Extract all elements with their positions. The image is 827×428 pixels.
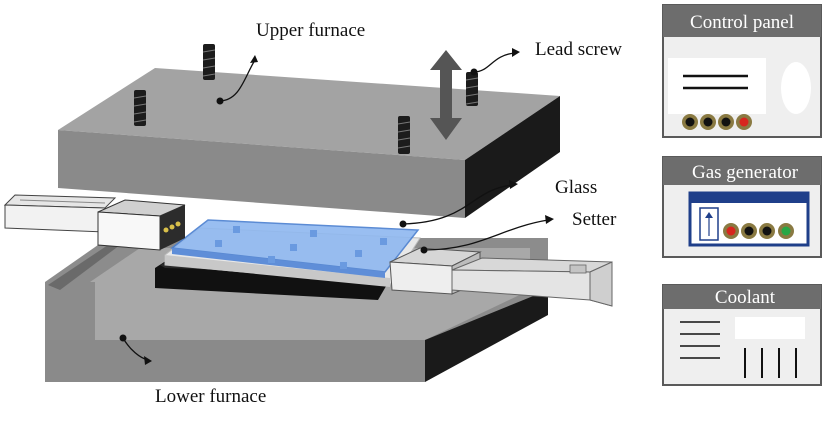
coolant-display — [735, 317, 805, 339]
glass-plate — [170, 219, 420, 278]
coolant-box: Coolant — [662, 284, 822, 386]
lead-screw-3 — [465, 72, 479, 106]
glass-dot — [340, 262, 347, 269]
glass-dot — [355, 250, 362, 257]
control-display — [668, 58, 766, 114]
control-panel-title: Control panel — [690, 12, 794, 33]
lead-screw-2 — [133, 90, 147, 126]
right-rail — [389, 247, 613, 307]
left-rail — [3, 194, 186, 251]
glass-dot — [310, 230, 317, 237]
glass-dot — [380, 238, 387, 245]
glass-dot — [215, 240, 222, 247]
glass-dot — [268, 256, 275, 263]
upper-furnace — [58, 68, 560, 218]
lower-furnace-label: Lower furnace — [155, 386, 266, 407]
lead-screw-label: Lead screw — [535, 39, 622, 60]
coolant-title: Coolant — [715, 287, 776, 308]
lead-screw-1 — [202, 44, 216, 80]
control-knob — [781, 62, 811, 114]
control-panel-box: Control panel — [662, 4, 822, 138]
glass-dot — [233, 226, 240, 233]
upper-furnace-label: Upper furnace — [256, 20, 365, 41]
glass-dot — [290, 244, 297, 251]
lead-screw-4 — [397, 116, 411, 154]
glass-label: Glass — [555, 177, 597, 198]
vertical-motion-arrow-icon — [430, 50, 462, 140]
leader-lines — [119, 48, 554, 365]
gas-generator-title: Gas generator — [692, 162, 799, 183]
gas-generator-box: Gas generator — [662, 156, 822, 258]
setter-label: Setter — [572, 209, 617, 230]
